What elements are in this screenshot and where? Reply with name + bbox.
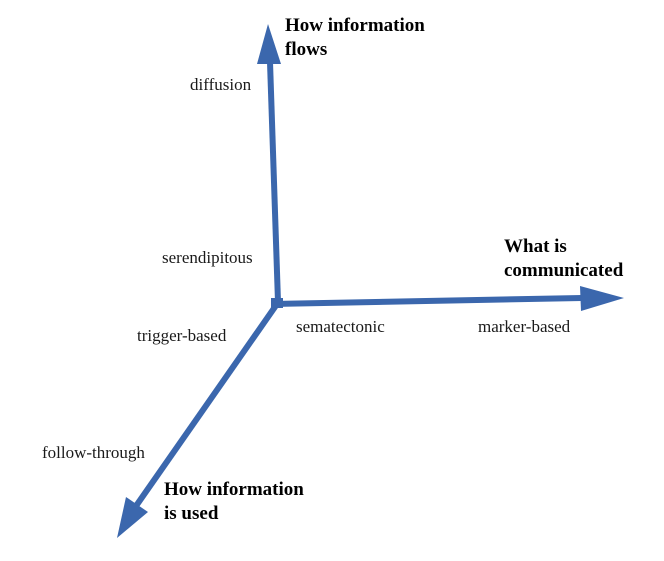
diagonal-axis-title-line1: How information — [164, 479, 304, 500]
diagonal-axis-label-follow-through: follow-through — [42, 443, 145, 462]
horizontal-axis-line — [271, 295, 583, 307]
horizontal-axis-label-marker-based: marker-based — [478, 317, 571, 336]
vertical-axis-title: How information flows — [285, 14, 425, 62]
horizontal-axis-title-line1: What is — [504, 236, 567, 257]
horizontal-axis-title: What is communicated — [504, 235, 623, 283]
diagonal-axis-title: How information is used — [164, 478, 304, 526]
axes-origin — [271, 298, 283, 308]
diagonal-axis-arrowhead — [117, 497, 148, 538]
horizontal-axis — [271, 286, 624, 311]
diagonal-axis-line — [133, 302, 280, 508]
horizontal-axis-label-sematectonic: sematectonic — [296, 317, 385, 336]
vertical-axis-title-line2: flows — [285, 39, 328, 60]
horizontal-axis-title-line2: communicated — [504, 260, 624, 281]
vertical-axis — [257, 24, 281, 303]
vertical-axis-title-line1: How information — [285, 15, 425, 36]
diagonal-axis-title-line2: is used — [164, 503, 219, 524]
diagonal-axis — [117, 302, 280, 538]
vertical-axis-label-diffusion: diffusion — [190, 75, 252, 94]
diagonal-axis-label-trigger-based: trigger-based — [137, 326, 227, 345]
vertical-axis-line — [267, 61, 281, 303]
vertical-axis-label-serendipitous: serendipitous — [162, 248, 253, 267]
horizontal-axis-arrowhead — [580, 286, 624, 311]
vertical-axis-arrowhead — [257, 24, 281, 64]
